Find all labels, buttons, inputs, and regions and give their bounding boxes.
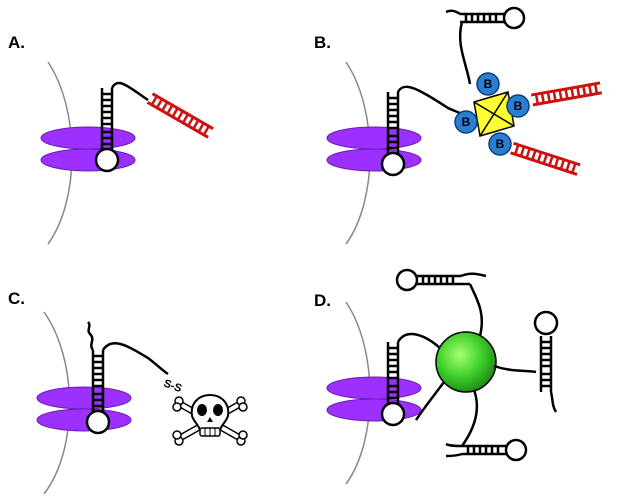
svg-text:B: B — [496, 137, 505, 151]
svg-text:B: B — [484, 77, 493, 91]
dna-ladder-icon — [529, 81, 604, 107]
streptavidin-core-icon — [473, 91, 515, 137]
panel-a-label: A. — [8, 33, 25, 52]
panel-b: B. B B B B — [314, 6, 604, 245]
svg-text:B: B — [514, 99, 523, 113]
aptamer-hairpin-icon — [458, 12, 506, 24]
panel-b-label: B. — [314, 33, 331, 52]
dna-ladder-icon — [146, 92, 215, 139]
biotin-icon: B — [476, 72, 500, 96]
biotin-icon: B — [506, 94, 530, 118]
panel-c: C. S-S — [8, 289, 248, 495]
panel-a: A. — [8, 33, 215, 245]
membrane-protein-icon — [40, 126, 136, 172]
dna-ladder-icon — [508, 141, 582, 176]
panel-d: D. — [314, 268, 559, 485]
aptamer-hairpin-icon — [415, 274, 463, 286]
disulfide-label: S-S — [162, 378, 183, 396]
skull-crossbones-icon — [172, 394, 248, 446]
panel-c-label: C. — [8, 289, 25, 308]
aptamer-hairpin-icon — [460, 444, 508, 456]
svg-text:B: B — [462, 115, 471, 129]
panel-d-label: D. — [314, 291, 331, 310]
aptamer-hairpin-icon — [533, 310, 559, 413]
biotin-icon: B — [488, 132, 512, 156]
membrane-protein-icon — [36, 386, 132, 432]
biotin-icon: B — [454, 110, 478, 134]
nanoparticle-icon — [435, 331, 497, 393]
membrane-protein-icon — [326, 126, 422, 172]
membrane-protein-icon — [326, 376, 422, 422]
